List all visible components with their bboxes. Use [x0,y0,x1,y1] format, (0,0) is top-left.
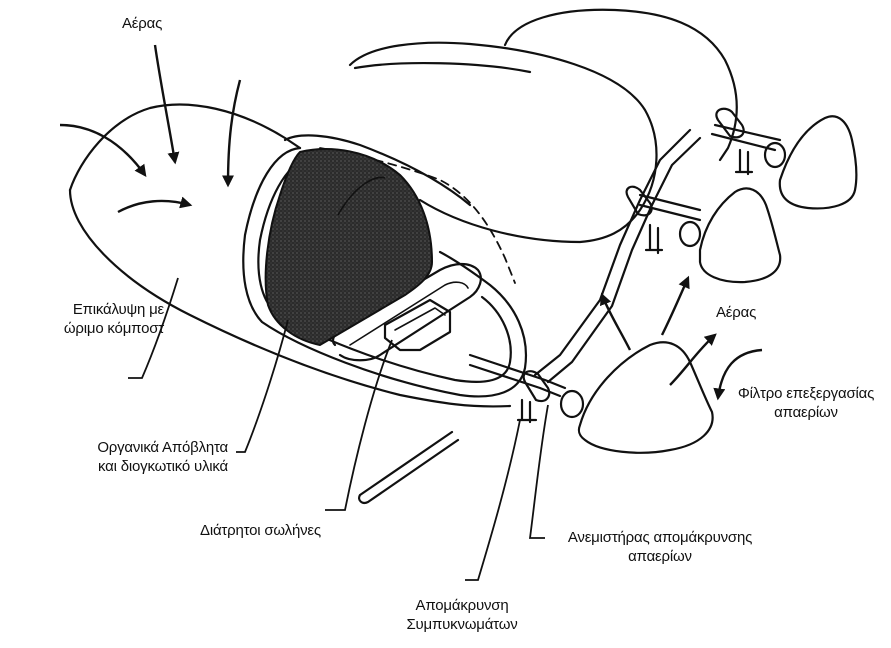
leader-pipes [325,340,392,510]
air-out-arrow-1 [602,295,630,350]
label-organic-line-2: και διογκωτικό υλικά [48,457,228,476]
air-arrow-2 [228,80,240,185]
compost-mass [266,149,432,345]
fan-back-vent [736,150,752,174]
fan-middle-pipe [640,195,700,220]
biofilter-back [780,116,857,208]
label-condensate: Απομάκρυνση Συμπυκνωμάτων [392,596,532,634]
leader-fan [530,405,548,538]
label-covering-line-1: Επικάλυψη με [8,300,164,319]
biofilter-middle [700,188,780,282]
label-air-top: Αέρας [122,14,162,33]
label-filter-line-1: Φίλτρο επεξεργασίας [728,384,884,403]
pile-2-top [355,63,530,72]
fan-front-vent [518,400,536,422]
fan-back-pipe [712,125,780,150]
fan-middle-vent [646,225,662,253]
pipe-elbow-box [385,300,450,350]
label-filter-line-2: απαερίων [728,403,884,422]
air-arrow-3 [60,125,145,175]
air-out-arrow-3 [670,335,715,385]
label-covering: Επικάλυψη με ώριμο κόμποστ [8,300,164,338]
label-fan: Ανεμιστήρας απομάκρυνσης απαερίων [540,528,780,566]
fan-back-wheel [765,143,785,167]
label-condensate-line-1: Απομάκρυνση [392,596,532,615]
fan-front-wheel [561,391,583,417]
fan-back-body [716,109,743,138]
label-pipes: Διάτρητοι σωλήνες [200,521,321,540]
air-arrow-1 [155,45,175,162]
label-filter: Φίλτρο επεξεργασίας απαερίων [728,384,884,422]
label-fan-line-2: απαερίων [540,547,780,566]
label-air-right: Αέρας [716,303,756,322]
label-organic-line-1: Οργανικά Απόβλητα [48,438,228,457]
fan-middle-wheel [680,222,700,246]
air-out-arrow-2 [662,278,688,335]
label-organic: Οργανικά Απόβλητα και διογκωτικό υλικά [48,438,228,476]
label-condensate-line-2: Συμπυκνωμάτων [392,615,532,634]
label-covering-line-2: ώριμο κόμποστ [8,319,164,338]
leader-condensate [465,420,520,580]
air-arrow-4 [118,201,190,212]
label-fan-line-1: Ανεμιστήρας απομάκρυνσης [540,528,780,547]
perforated-pipe-front [359,432,458,503]
